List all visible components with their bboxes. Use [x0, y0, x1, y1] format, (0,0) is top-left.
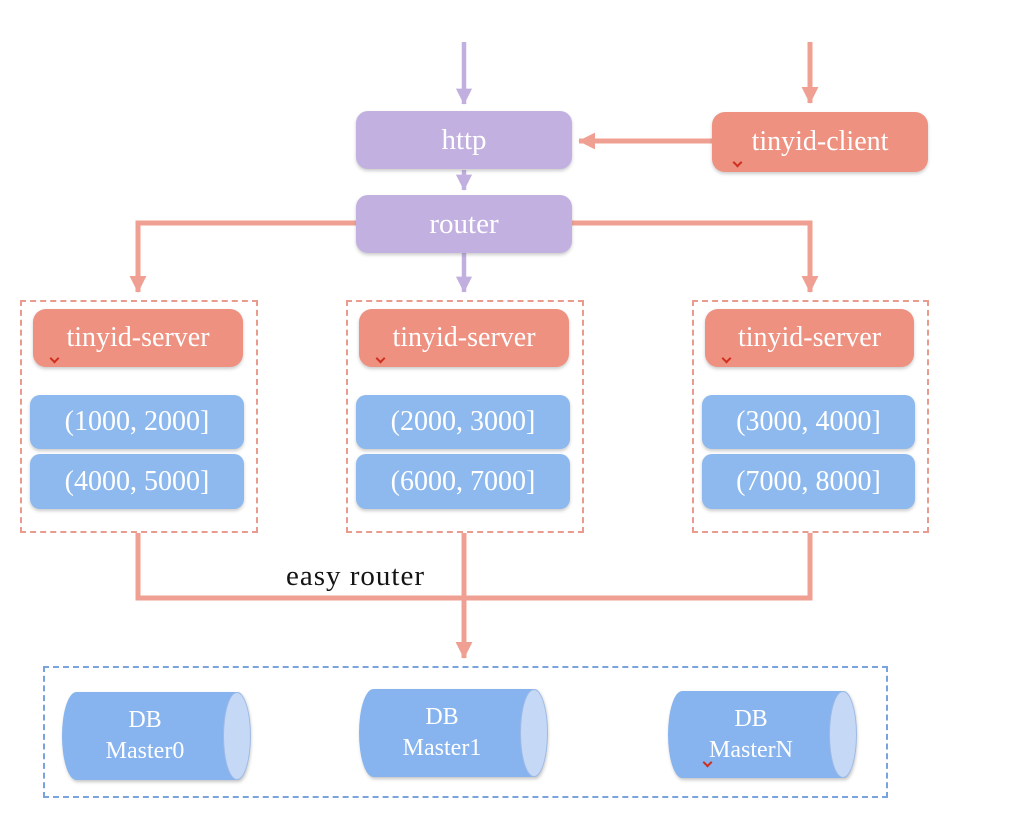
- spellcheck-mark-icon: [49, 353, 60, 364]
- db-name: DB: [734, 705, 768, 732]
- cylinder-body: [668, 691, 856, 778]
- segment-range-label: (6000, 7000]: [390, 465, 536, 497]
- segment-range-label: (4000, 5000]: [64, 465, 210, 497]
- segment-range: (2000, 3000]: [356, 395, 570, 449]
- db-name: DB: [128, 707, 162, 733]
- node-router-label: router: [429, 207, 499, 240]
- arrow-router-to-left-server: [129, 220, 356, 293]
- segment-range: (3000, 4000]: [702, 395, 915, 449]
- cylinder-cap: [829, 691, 857, 778]
- server-group-1: tinyid-server (1000, 2000] (4000, 5000]: [20, 300, 258, 533]
- node-tinyid-server-1-label: tinyid-server: [66, 322, 210, 353]
- segment-range: (6000, 7000]: [356, 454, 570, 509]
- db-cluster-panel: DB Master0 DB Master1 DB MasterN: [43, 666, 888, 798]
- easy-router-label: easy router: [286, 560, 426, 592]
- cylinder-cap: [223, 692, 251, 780]
- node-http-label: http: [441, 123, 487, 156]
- segment-range-label: (2000, 3000]: [390, 406, 536, 437]
- node-tinyid-server-2: tinyid-server: [359, 309, 569, 367]
- node-tinyid-server-3-label: tinyid-server: [737, 322, 882, 353]
- line-servers-merge: [135, 533, 813, 601]
- spellcheck-mark-icon: [732, 157, 743, 168]
- db-masterN-cylinder: DB MasterN: [668, 691, 857, 778]
- segment-range-label: (7000, 8000]: [736, 465, 881, 497]
- cylinder-cap: [520, 689, 548, 777]
- db-master1-cylinder: DB Master1: [359, 689, 548, 777]
- segment-range-label: (3000, 4000]: [736, 406, 881, 437]
- spellcheck-mark-icon: [721, 353, 732, 364]
- db-instance: Master0: [105, 738, 185, 764]
- cylinder-body: [359, 689, 547, 777]
- db-name: DB: [425, 704, 459, 730]
- segment-range: (7000, 8000]: [702, 454, 915, 509]
- node-tinyid-server-2-label: tinyid-server: [392, 322, 536, 353]
- arrow-router-to-right-server: [572, 220, 819, 293]
- node-tinyid-server-1: tinyid-server: [33, 309, 243, 367]
- db-instance: Master1: [402, 735, 482, 761]
- node-http: http: [356, 111, 572, 169]
- db-master1-label: DB Master1: [359, 702, 525, 764]
- spellcheck-mark-icon: [375, 353, 386, 364]
- db-master0-cylinder: DB Master0: [62, 692, 251, 780]
- server-group-2: tinyid-server (2000, 3000] (6000, 7000]: [346, 300, 584, 533]
- segment-range-label: (1000, 2000]: [64, 406, 210, 437]
- db-instance: MasterN: [709, 736, 793, 763]
- server-group-3: tinyid-server (3000, 4000] (7000, 8000]: [692, 300, 929, 533]
- node-router: router: [356, 195, 572, 253]
- segment-range: (1000, 2000]: [30, 395, 244, 449]
- node-tinyid-client-label: tinyid-client: [751, 126, 889, 157]
- segment-range: (4000, 5000]: [30, 454, 244, 509]
- db-masterN-label: DB MasterN: [668, 704, 834, 766]
- cylinder-body: [62, 692, 250, 780]
- db-master0-label: DB Master0: [62, 705, 228, 767]
- node-tinyid-client: tinyid-client: [712, 112, 928, 172]
- node-tinyid-server-3: tinyid-server: [705, 309, 914, 367]
